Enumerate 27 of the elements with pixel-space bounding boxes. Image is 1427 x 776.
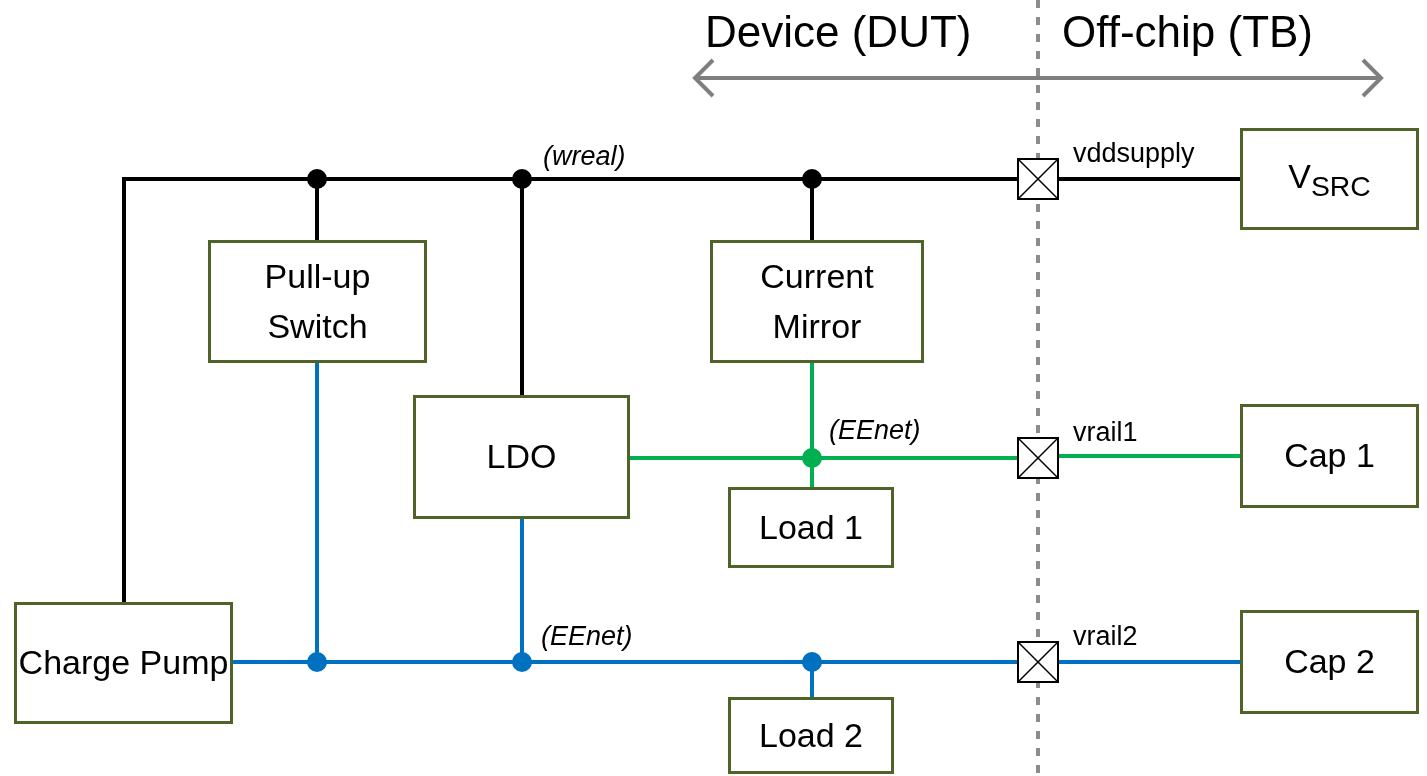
- wire: [1059, 660, 1240, 664]
- pad-symbol: [1017, 158, 1059, 200]
- block-label: Cap 2: [1284, 641, 1375, 683]
- block-box: [1240, 610, 1419, 714]
- block-label: Charge Pump: [18, 642, 229, 684]
- block-box: [14, 602, 233, 724]
- block-label: V$_{SRC}$: [1288, 155, 1371, 204]
- region-label: Device (DUT): [705, 8, 972, 57]
- block-box: [413, 395, 630, 519]
- wire: [1059, 454, 1240, 458]
- region-label: Off-chip (TB): [1062, 8, 1313, 57]
- pad-symbol: [1017, 641, 1059, 683]
- block-box: [1240, 404, 1419, 508]
- block-box: [728, 697, 894, 774]
- block-box: [710, 240, 924, 363]
- block-label: LDO: [486, 436, 557, 478]
- block-box: [208, 240, 427, 363]
- block-box: [728, 487, 894, 568]
- block-label: Load 2: [759, 714, 863, 756]
- pad-symbol: [1017, 437, 1059, 479]
- edge-label: vddsupply: [1070, 139, 1198, 169]
- block-label: Cap 1: [1284, 435, 1375, 477]
- block-label: Load 1: [759, 506, 863, 548]
- block-label: Pull-up Switch: [263, 256, 372, 347]
- block-label: Current Mirror: [759, 256, 875, 347]
- block-box: [1240, 128, 1419, 230]
- wire: [1059, 177, 1240, 181]
